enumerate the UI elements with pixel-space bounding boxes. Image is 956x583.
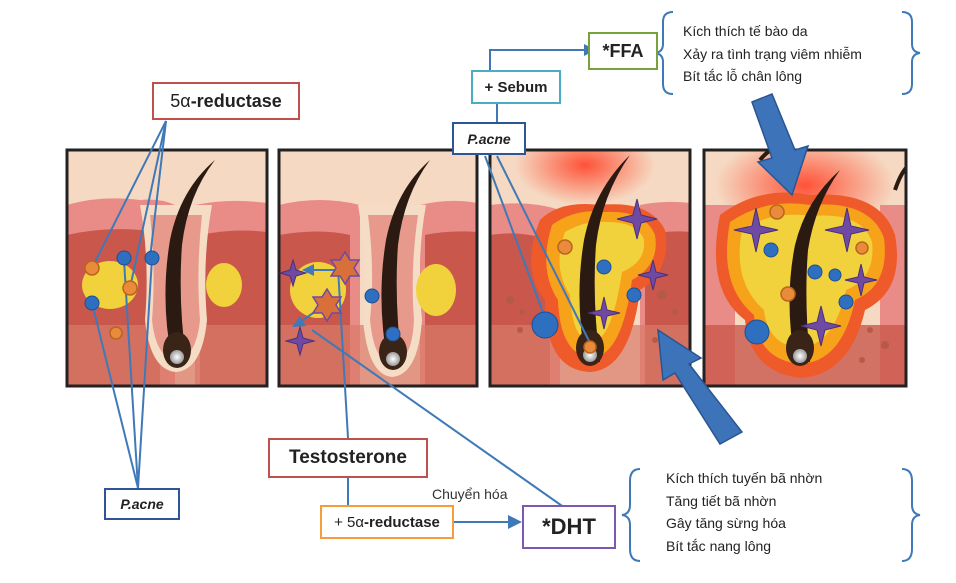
ffa-effect-item: Bít tắc lỗ chân lông xyxy=(683,68,803,84)
converting-star-markers xyxy=(311,250,361,323)
dht-effect-item: Gây tăng sừng hóa xyxy=(666,515,786,531)
dht-effect-item: Kích thích tuyến bã nhờn xyxy=(666,470,823,486)
reductase-label-bottom: + 5α-reductase xyxy=(320,505,454,539)
pacne-label-bottom: P.acne xyxy=(104,488,180,520)
skin-panel-inflamed xyxy=(704,150,906,386)
panel-1-frame xyxy=(65,148,269,388)
dht-effect-item: Bít tắc nang lông xyxy=(666,537,772,554)
sebum-label: + Sebum xyxy=(471,70,561,104)
ffa-effect-item: Xảy ra tình trạng viêm nhiễm xyxy=(683,45,862,62)
reductase-bottom-suffix: -reductase xyxy=(364,513,440,531)
enzyme-markers xyxy=(84,204,869,354)
ffa-bracket-right xyxy=(901,11,921,95)
dht-effect-item: Tăng tiết bã nhờn xyxy=(666,492,777,509)
big-arrow-ffa xyxy=(751,93,810,197)
arrow-conversion-head xyxy=(302,264,314,276)
pacne-label-top: P.acne xyxy=(452,122,526,155)
big-arrow-dht xyxy=(657,328,744,445)
ffa-label: *FFA xyxy=(588,32,658,70)
testosterone-label: Testosterone xyxy=(268,438,428,478)
dht-bracket-left xyxy=(621,468,641,562)
dht-bracket-right xyxy=(901,468,921,562)
dht-label: *DHT xyxy=(522,505,616,549)
panel-2-frame xyxy=(277,148,479,388)
dht-star-markers xyxy=(278,198,878,357)
ffa-effect-item: Kích thích tế bào da xyxy=(683,23,808,39)
skin-panel-hormonal xyxy=(279,150,477,386)
reductase-label-top: 5α -reductase xyxy=(152,82,300,120)
dht-effects-list: Kích thích tuyến bã nhờn Tăng tiết bã nh… xyxy=(666,467,822,557)
panel-3-frame xyxy=(488,148,692,388)
bacteria-markers xyxy=(84,242,854,345)
reductase-prefix: 5α xyxy=(170,90,191,111)
reductase-bottom-prefix: + 5α xyxy=(334,513,365,531)
arrow-to-dht-head xyxy=(508,515,522,529)
ffa-effects-list: Kích thích tế bào da Xảy ra tình trạng v… xyxy=(683,20,862,88)
arrow-conversion-head-2 xyxy=(292,316,306,327)
conversion-label: Chuyển hóa xyxy=(432,486,508,502)
reductase-suffix: -reductase xyxy=(190,90,282,111)
